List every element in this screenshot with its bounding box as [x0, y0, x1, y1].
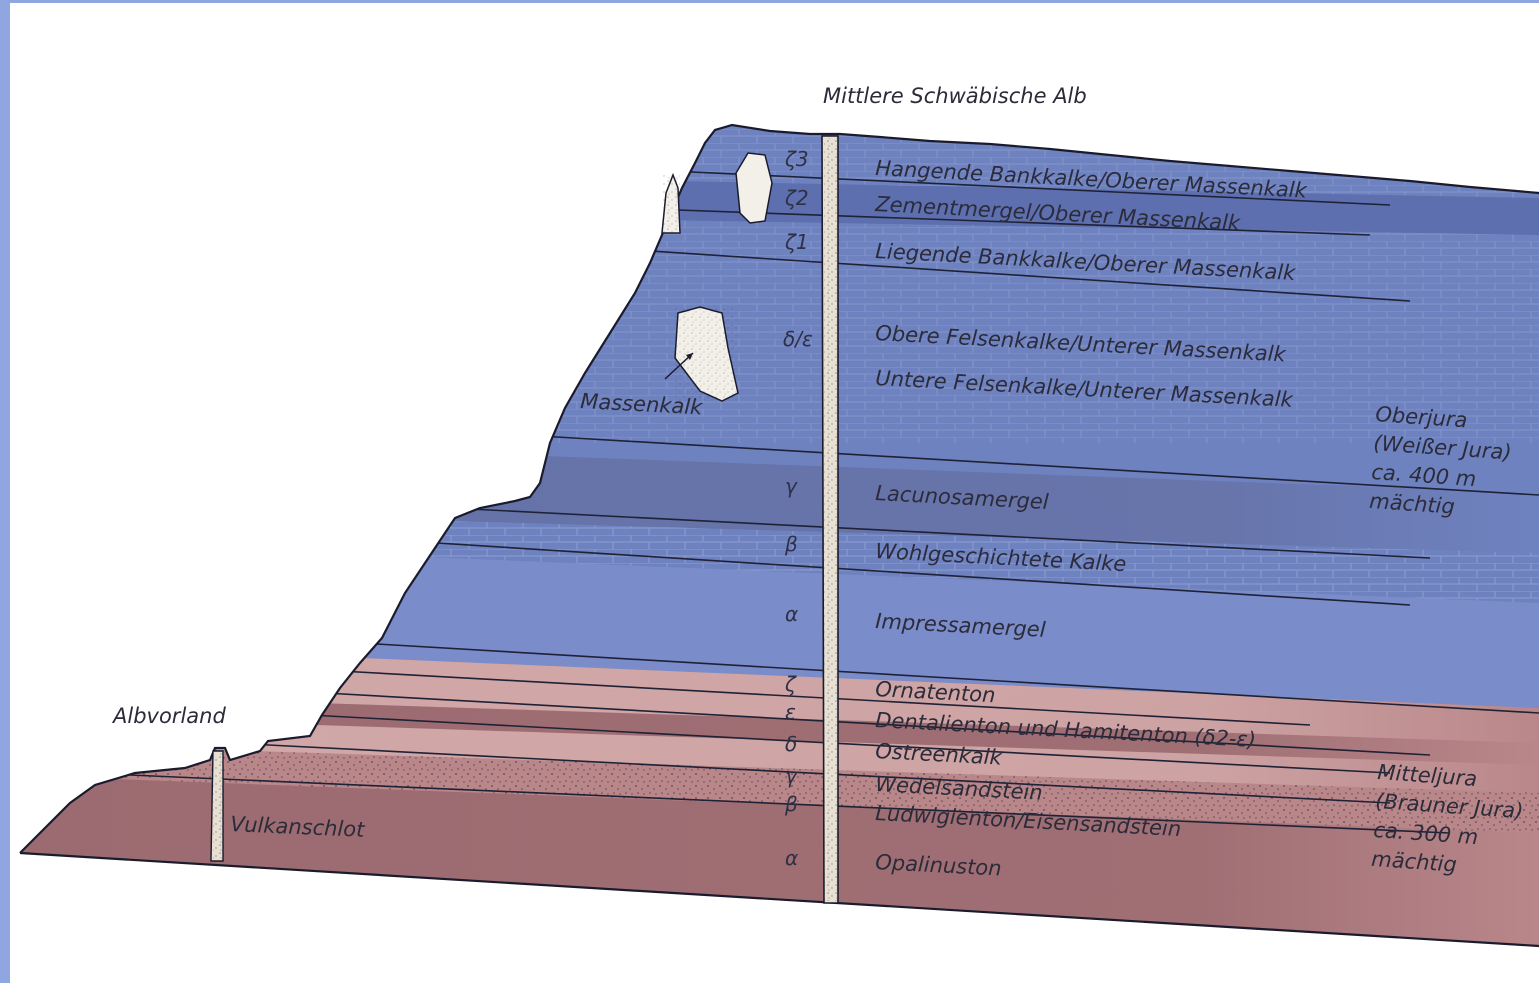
- layer-wedelsandstein: [20, 743, 1539, 833]
- symbol-alpha-middle: α: [785, 846, 798, 870]
- geological-cross-section: Mittlere Schwäbische Alb Albvorland Vulk…: [19, 84, 1539, 948]
- limestone-texture: [20, 125, 1539, 443]
- diagram-frame: Mittlere Schwäbische Alb Albvorland Vulk…: [10, 3, 1539, 983]
- layer-dentalienton: [20, 693, 1539, 765]
- symbol-beta-middle: β: [784, 792, 798, 816]
- svg-text:mächtig: mächtig: [1369, 489, 1456, 519]
- symbol-beta-upper: β: [784, 532, 798, 556]
- volcanic-vent: [210, 750, 224, 862]
- symbol-delta-middle: δ: [785, 732, 797, 756]
- mountain-outline: [19, 123, 1539, 948]
- label-vulkanschlot: Vulkanschlot: [230, 812, 366, 842]
- symbol-zeta1: ζ1: [784, 230, 809, 254]
- reference-column: [821, 135, 839, 904]
- diagram-title: Mittlere Schwäbische Alb: [823, 84, 1087, 108]
- strata: [20, 125, 1539, 946]
- svg-text:mächtig: mächtig: [1371, 847, 1458, 877]
- symbol-zeta-middle: ζ: [784, 672, 797, 696]
- symbol-zeta3: ζ3: [784, 147, 809, 171]
- layer-light-band: [20, 643, 1539, 721]
- symbol-epsilon-middle: ε: [785, 700, 796, 724]
- symbol-gamma-upper: γ: [785, 474, 798, 498]
- layer-ostreenkalk: [20, 715, 1539, 793]
- stratum-symbols: ζ3 ζ2 ζ1 δ/ε γ β α ζ ε δ γ β α: [783, 147, 813, 870]
- layer-ornatenton: [20, 671, 1539, 743]
- symbol-alpha-upper: α: [785, 602, 798, 626]
- symbol-zeta2: ζ2: [784, 186, 809, 210]
- label-albvorland: Albvorland: [111, 704, 226, 728]
- symbol-delta-epsilon: δ/ε: [783, 327, 813, 351]
- symbol-gamma-middle: γ: [785, 764, 798, 788]
- reef-bodies: [661, 152, 773, 402]
